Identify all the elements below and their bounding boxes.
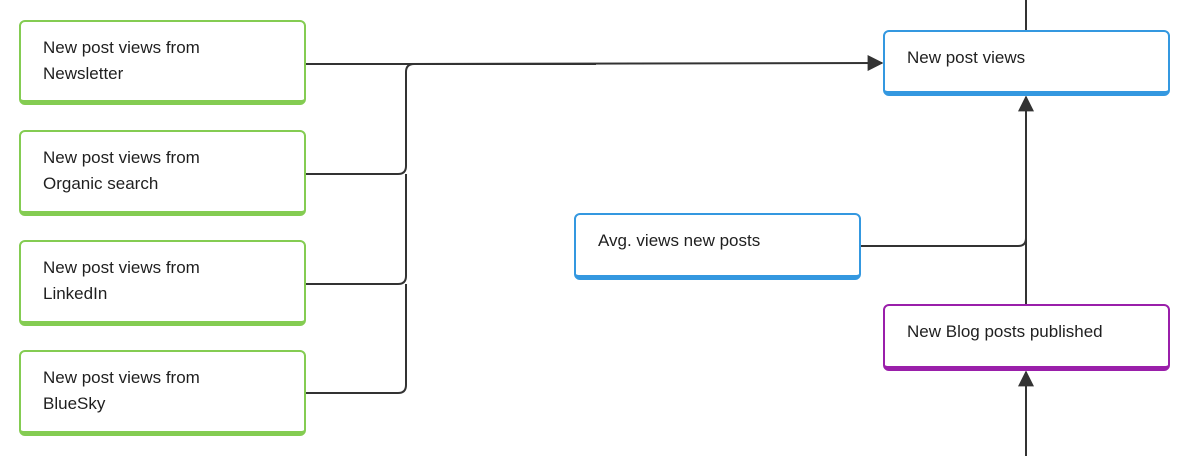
node-new-post-views[interactable]: New post views <box>883 30 1170 96</box>
node-label: New post views from Organic search <box>43 148 200 193</box>
node-label: New post views from BlueSky <box>43 368 200 413</box>
connector-linkedin <box>306 174 407 285</box>
connector-avg-views <box>860 237 1027 247</box>
node-label: New post views <box>907 48 1026 67</box>
node-label: New post views from LinkedIn <box>43 258 200 303</box>
node-organic-search-views[interactable]: New post views from Organic search <box>19 130 306 216</box>
node-newsletter-views[interactable]: New post views from Newsletter <box>19 20 306 105</box>
node-avg-views-new-posts[interactable]: Avg. views new posts <box>574 213 861 280</box>
node-new-blog-posts-published[interactable]: New Blog posts published <box>883 304 1170 371</box>
node-linkedin-views[interactable]: New post views from LinkedIn <box>19 240 306 326</box>
node-bluesky-views[interactable]: New post views from BlueSky <box>19 350 306 436</box>
node-label: New Blog posts published <box>907 322 1103 341</box>
connector-bluesky <box>306 284 407 394</box>
connector-to-new-post-views <box>405 55 884 72</box>
node-label: Avg. views new posts <box>598 231 761 250</box>
node-label: New post views from Newsletter <box>43 38 200 83</box>
connector-organic <box>306 63 415 175</box>
